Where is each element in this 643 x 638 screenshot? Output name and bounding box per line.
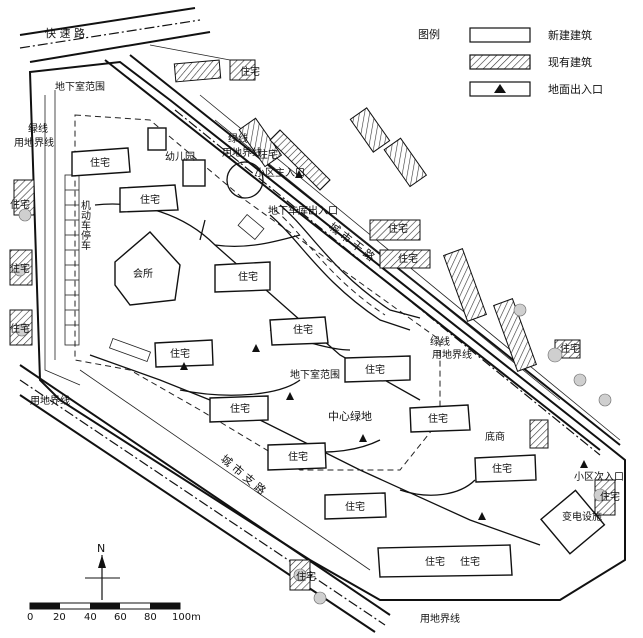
parking-label: 机动车停车 xyxy=(79,199,91,251)
roundabout xyxy=(226,161,264,199)
north-arrow-icon xyxy=(85,555,120,600)
residential-label: 住宅 xyxy=(288,450,308,463)
boundary-right: 用地界线 xyxy=(432,348,472,361)
residential-label: 住宅 xyxy=(425,555,445,568)
legend-existing-building: 现有建筑 xyxy=(548,55,592,69)
green-line-top: 绿线 xyxy=(228,132,248,145)
new-buildings xyxy=(71,127,606,578)
residential-label: 住宅 xyxy=(170,347,190,360)
scale-tick-20: 20 xyxy=(53,612,66,623)
boundary-bottom-left: 用地界线 xyxy=(30,394,70,407)
main-entrance-label: 小区主入口 xyxy=(255,167,305,179)
residential-label: 住宅 xyxy=(345,500,365,513)
substation-building xyxy=(540,489,606,555)
residential-label: 住宅 xyxy=(258,148,278,161)
residential-label: 住宅 xyxy=(238,270,258,283)
residential-label: 住宅 xyxy=(600,490,620,503)
garage-ramp xyxy=(237,204,421,331)
kindergarten-label: 幼儿园 xyxy=(165,150,195,163)
residential-label: 住宅 xyxy=(460,555,480,568)
north-label: N xyxy=(97,542,105,555)
clubhouse-building xyxy=(114,231,181,306)
residential-label: 住宅 xyxy=(492,462,512,475)
boundary-top: 用地界线 xyxy=(222,146,262,159)
scale-tick-0: 0 xyxy=(27,612,33,623)
residential-label: 住宅 xyxy=(365,363,385,376)
scale-tick-80: 80 xyxy=(144,612,157,623)
garage-entrance-label: 地下车库出入口 xyxy=(268,204,338,217)
secondary-road xyxy=(19,364,391,633)
legend-new-building: 新建建筑 xyxy=(548,28,592,42)
residential-label: 住宅 xyxy=(90,156,110,169)
secondary-entrance-label: 小区次入口 xyxy=(574,470,624,483)
central-green-label: 中心绿地 xyxy=(328,409,372,423)
residential-label: 住宅 xyxy=(398,252,418,265)
hatched-box-icon xyxy=(469,54,531,70)
basement-outline xyxy=(74,114,441,471)
basement-range-center: 地下室范围 xyxy=(290,368,340,381)
scale-bar xyxy=(29,602,181,610)
residential-label: 住宅 xyxy=(560,342,580,355)
green-line-right: 绿线 xyxy=(430,335,450,348)
residential-label: 住宅 xyxy=(10,322,30,335)
residential-label: 住宅 xyxy=(10,198,30,211)
expressway xyxy=(19,7,231,63)
entrance-markers xyxy=(180,170,588,520)
residential-label: 住宅 xyxy=(428,412,448,425)
shops-label: 底商 xyxy=(485,430,505,443)
residential-label: 住宅 xyxy=(140,193,160,206)
legend-title: 图例 xyxy=(418,27,440,41)
scale-tick-40: 40 xyxy=(84,612,97,623)
substation-label: 变电设施 xyxy=(562,510,602,523)
existing-buildings xyxy=(9,59,616,591)
scale-tick-60: 60 xyxy=(114,612,127,623)
basement-range-top: 地下室范围 xyxy=(55,80,105,93)
residential-label: 住宅 xyxy=(296,570,316,583)
boundary-left: 用地界线 xyxy=(14,136,54,149)
green-line-left: 绿线 xyxy=(28,122,48,135)
residential-label: 住宅 xyxy=(230,402,250,415)
expressway-label: 快 速 路 xyxy=(45,27,85,40)
residential-label: 住宅 xyxy=(240,65,260,78)
secondary-road-label: 城 市 支 路 xyxy=(218,452,269,498)
clubhouse-label: 会所 xyxy=(133,267,153,280)
perimeter-trees xyxy=(13,208,612,605)
residential-label: 住宅 xyxy=(10,262,30,275)
site-boundary xyxy=(28,60,626,601)
residential-label: 住宅 xyxy=(388,222,408,235)
white-box-icon xyxy=(469,27,531,43)
residential-label: 住宅 xyxy=(293,323,313,336)
boundary-bottom: 用地界线 xyxy=(420,612,460,625)
scale-tick-100m: 100m xyxy=(172,612,201,623)
legend-ground-entrance: 地面出入口 xyxy=(548,82,603,96)
legend xyxy=(469,27,531,97)
